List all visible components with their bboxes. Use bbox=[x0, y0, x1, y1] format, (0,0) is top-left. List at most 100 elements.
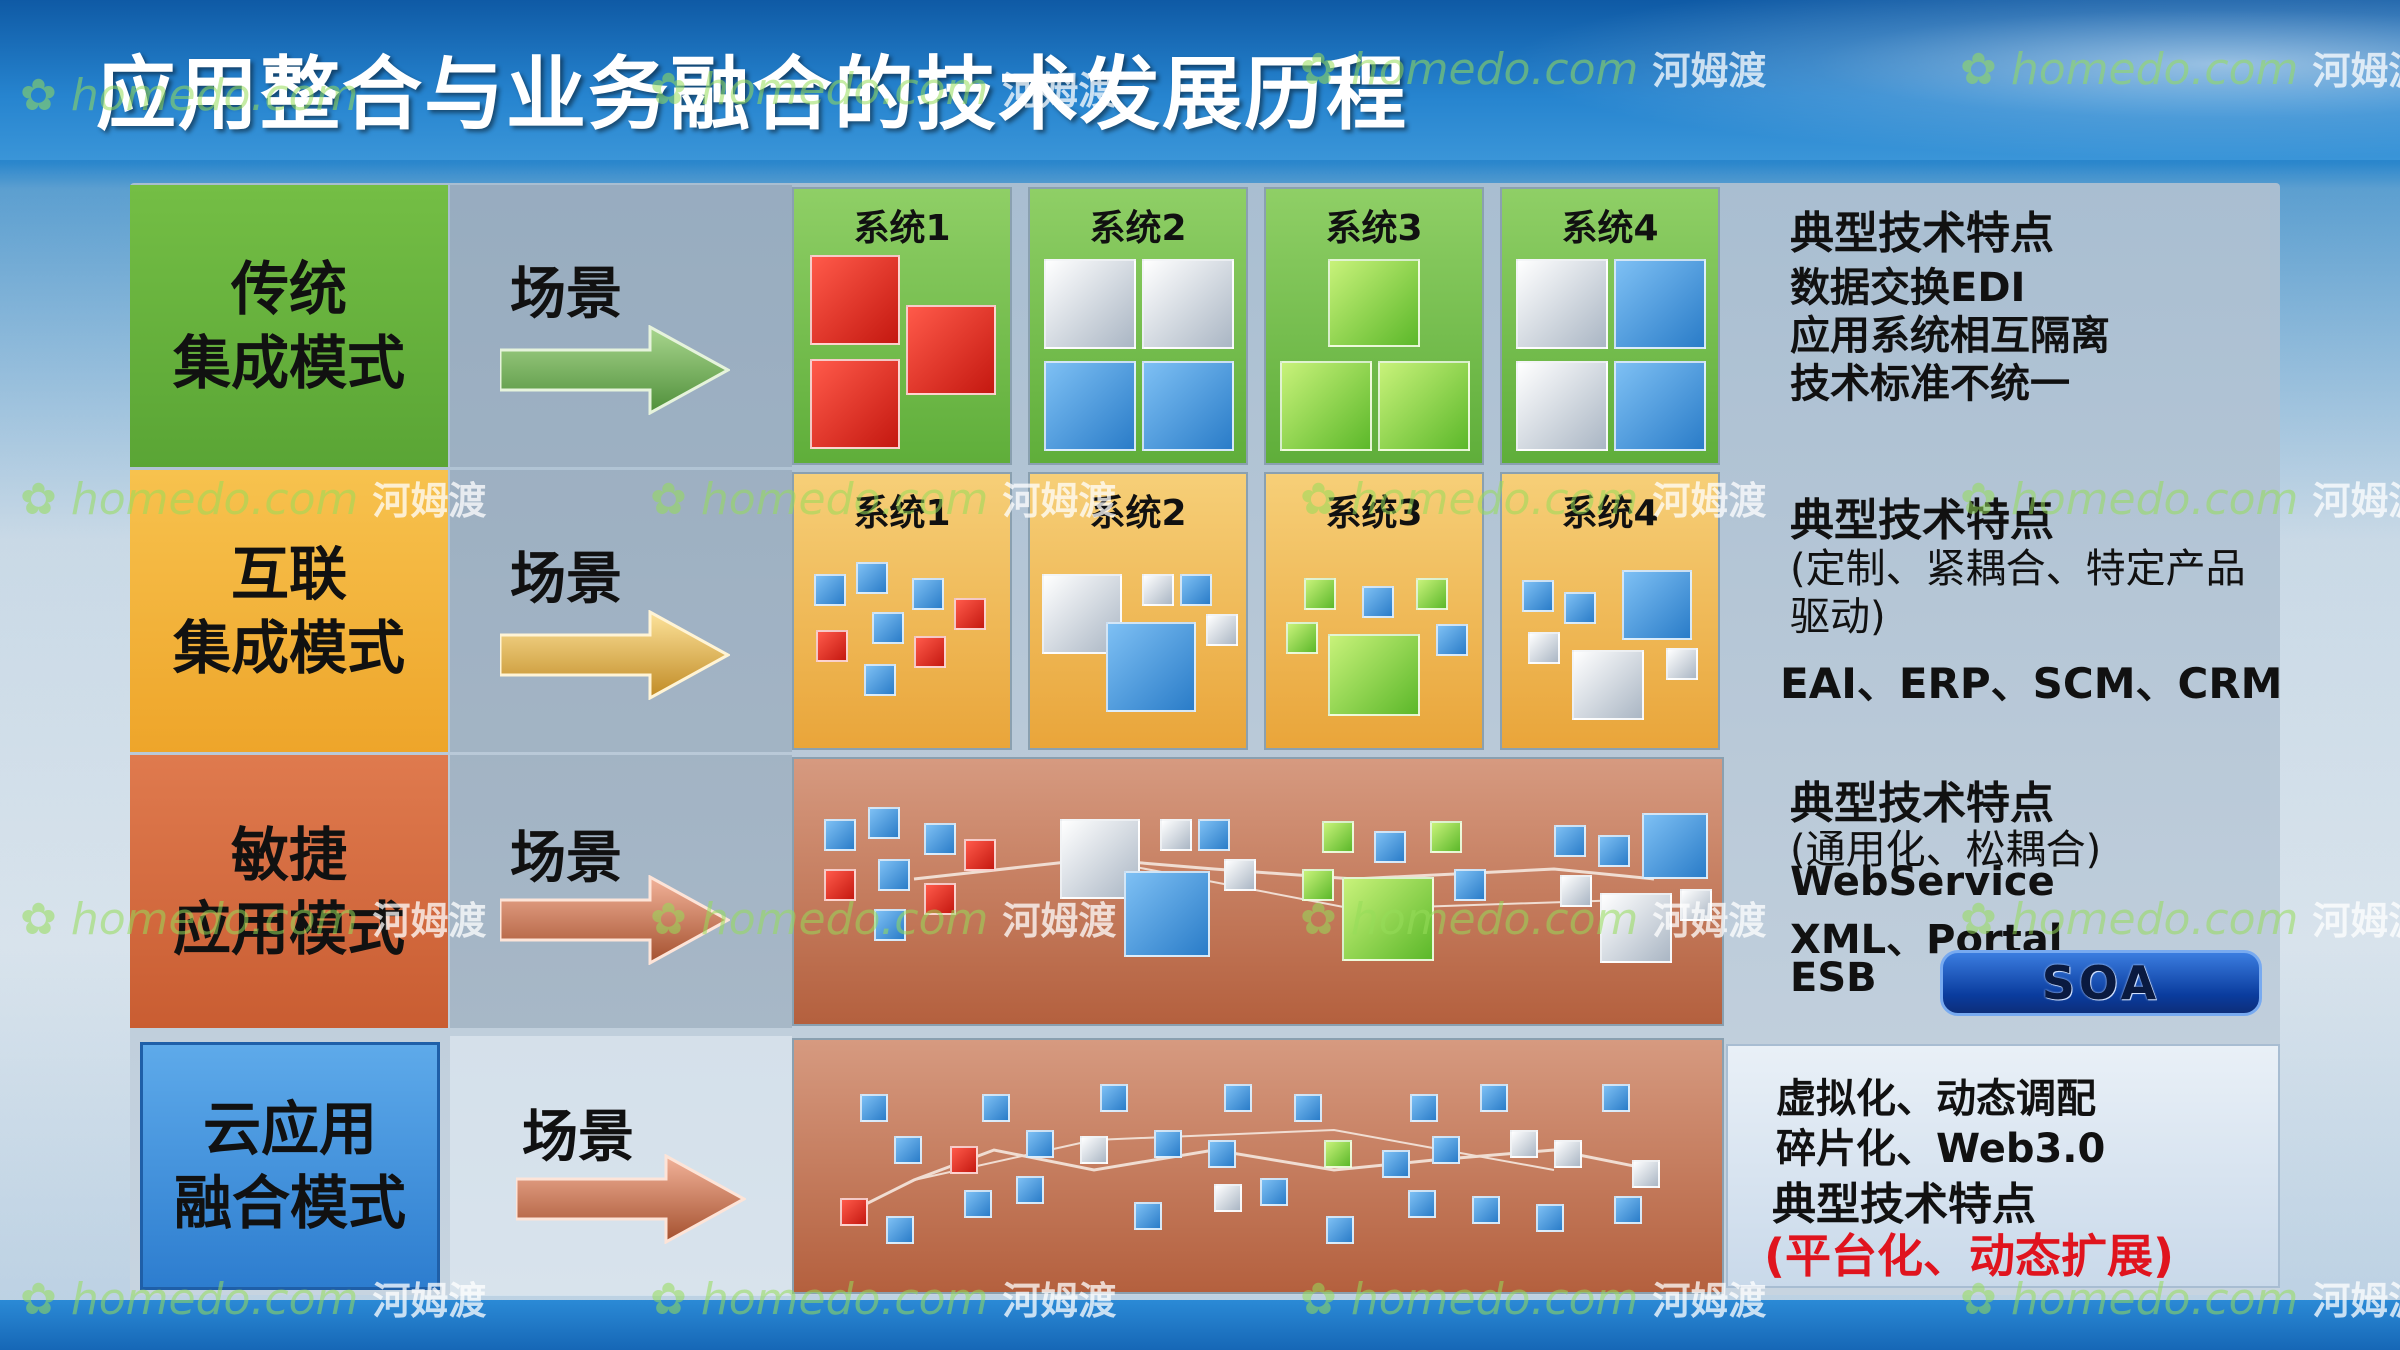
green-cube-icon bbox=[1328, 259, 1420, 347]
row-traditional: 传统 集成模式 场景 系统1 系统2 系统3 系统4 典型技术特点 数据交换 bbox=[130, 185, 2280, 467]
soa-badge: SOA bbox=[1940, 950, 2262, 1016]
info-line: 典型技术特点 bbox=[1790, 495, 2054, 546]
blue-cube-icon bbox=[1124, 871, 1210, 957]
white-cube-icon bbox=[1666, 648, 1698, 680]
blue-cube-icon bbox=[1294, 1094, 1322, 1122]
blue-cube-icon bbox=[1208, 1140, 1236, 1168]
blue-cube-icon bbox=[1016, 1176, 1044, 1204]
white-cube-icon bbox=[1080, 1136, 1108, 1164]
system-box-1: 系统1 bbox=[792, 472, 1012, 750]
blue-cube-icon bbox=[856, 562, 888, 594]
watermark: ✿ homedo.com 河姆渡 bbox=[1300, 44, 1767, 95]
info-line: 典型技术特点 bbox=[1790, 208, 2054, 259]
blue-cube-icon bbox=[824, 819, 856, 851]
info-line: 虚拟化、动态调配 bbox=[1776, 1076, 2096, 1122]
green-cube-icon bbox=[1302, 869, 1334, 901]
blue-cube-icon bbox=[864, 664, 896, 696]
white-cube-icon bbox=[1560, 875, 1592, 907]
green-cube-icon bbox=[1286, 622, 1318, 654]
red-cube-icon bbox=[840, 1198, 868, 1226]
green-cube-icon bbox=[1378, 361, 1470, 451]
watermark: ✿ homedo.com 河姆渡 bbox=[20, 1274, 487, 1325]
watermark: ✿ homedo.com 河姆渡 bbox=[20, 474, 487, 525]
blue-cube-icon bbox=[886, 1216, 914, 1244]
blue-cube-icon bbox=[1326, 1216, 1354, 1244]
blue-cube-icon bbox=[1432, 1136, 1460, 1164]
blue-cube-icon bbox=[874, 909, 906, 941]
scene-label: 场景 bbox=[510, 262, 622, 327]
system-label: 系统4 bbox=[1561, 493, 1659, 534]
blue-cube-icon bbox=[1454, 869, 1486, 901]
blue-cube-icon bbox=[1100, 1084, 1128, 1112]
blue-cube-icon bbox=[1480, 1084, 1508, 1112]
blue-cube-icon bbox=[1436, 624, 1468, 656]
blue-cube-icon bbox=[1472, 1196, 1500, 1224]
blue-cube-icon bbox=[1598, 835, 1630, 867]
scene-label: 场景 bbox=[510, 826, 622, 891]
mode-label-line1: 互联 bbox=[230, 540, 347, 608]
red-cube-icon bbox=[816, 630, 848, 662]
info-line: 驱动) bbox=[1790, 594, 1886, 640]
blue-cube-icon bbox=[912, 578, 944, 610]
info-line: EAI、ERP、SCM、CRM bbox=[1780, 659, 2283, 708]
blue-cube-icon bbox=[1522, 580, 1554, 612]
info-line: 典型技术特点 bbox=[1790, 778, 2054, 829]
mode-label-line1: 云应用 bbox=[202, 1095, 377, 1163]
system-box-4: 系统4 bbox=[1500, 472, 1720, 750]
blue-cube-icon bbox=[1554, 825, 1586, 857]
system-label: 系统3 bbox=[1325, 208, 1423, 249]
blue-cube-icon bbox=[1642, 813, 1708, 879]
watermark: ✿ homedo.com 河姆渡 bbox=[1300, 1274, 1767, 1325]
white-cube-icon bbox=[1554, 1140, 1582, 1168]
watermark: ✿ homedo.com 河姆渡 bbox=[1960, 894, 2400, 945]
watermark: ✿ homedo.com 河姆渡 bbox=[650, 474, 1117, 525]
system-label: 系统3 bbox=[1325, 493, 1423, 534]
blue-cube-icon bbox=[1134, 1202, 1162, 1230]
blue-cube-icon bbox=[1044, 361, 1136, 451]
arrow-right-icon bbox=[500, 325, 730, 415]
info-line: 典型技术特点 bbox=[1772, 1179, 2036, 1230]
blue-cube-icon bbox=[1602, 1084, 1630, 1112]
info-line: 技术标准不统一 bbox=[1790, 361, 2070, 407]
watermark: ✿ homedo.com 河姆渡 bbox=[1960, 1274, 2400, 1325]
system-box-3: 系统3 bbox=[1264, 472, 1484, 750]
green-cube-icon bbox=[1280, 361, 1372, 451]
watermark: ✿ homedo.com 河姆渡 bbox=[650, 894, 1117, 945]
white-cube-icon bbox=[1632, 1160, 1660, 1188]
green-cube-icon bbox=[1416, 578, 1448, 610]
scene-label: 场景 bbox=[522, 1105, 634, 1170]
red-cube-icon bbox=[824, 869, 856, 901]
white-cube-icon bbox=[1206, 614, 1238, 646]
red-cube-icon bbox=[964, 839, 996, 871]
blue-cube-icon bbox=[1224, 1084, 1252, 1112]
green-cube-icon bbox=[1342, 877, 1434, 961]
blue-cube-icon bbox=[1260, 1178, 1288, 1206]
watermark: ✿ homedo.com bbox=[20, 70, 359, 121]
blue-cube-icon bbox=[1614, 361, 1706, 451]
blue-cube-icon bbox=[1374, 831, 1406, 863]
scene-box: 场景 bbox=[450, 755, 792, 1028]
white-cube-icon bbox=[1572, 650, 1644, 720]
blue-cube-icon bbox=[1362, 586, 1394, 618]
blue-cube-icon bbox=[1382, 1150, 1410, 1178]
white-cube-icon bbox=[1516, 259, 1608, 349]
red-cube-icon bbox=[810, 359, 900, 449]
white-cube-icon bbox=[1214, 1184, 1242, 1212]
arrow-right-icon bbox=[500, 610, 730, 700]
green-cube-icon bbox=[1304, 578, 1336, 610]
row-agile: 敏捷 应用模式 场景 bbox=[130, 755, 2280, 1028]
blue-cube-icon bbox=[868, 807, 900, 839]
red-cube-icon bbox=[906, 305, 996, 395]
blue-cube-icon bbox=[1180, 574, 1212, 606]
red-cube-icon bbox=[914, 636, 946, 668]
red-cube-icon bbox=[810, 255, 900, 345]
tech-features-agile: 典型技术特点 (通用化、松耦合) WebService XML、Portal E… bbox=[1760, 755, 2280, 1028]
info-line: ESB bbox=[1790, 955, 1877, 1001]
mode-label-interconnect: 互联 集成模式 bbox=[130, 470, 448, 752]
white-cube-icon bbox=[1600, 893, 1672, 963]
green-cube-icon bbox=[1322, 821, 1354, 853]
blue-cube-icon bbox=[982, 1094, 1010, 1122]
row-cloud: 云应用 融合模式 场景 bbox=[130, 1036, 2280, 1296]
watermark: ✿ homedo.com 河姆渡 bbox=[650, 1274, 1117, 1325]
green-cube-icon bbox=[1430, 821, 1462, 853]
